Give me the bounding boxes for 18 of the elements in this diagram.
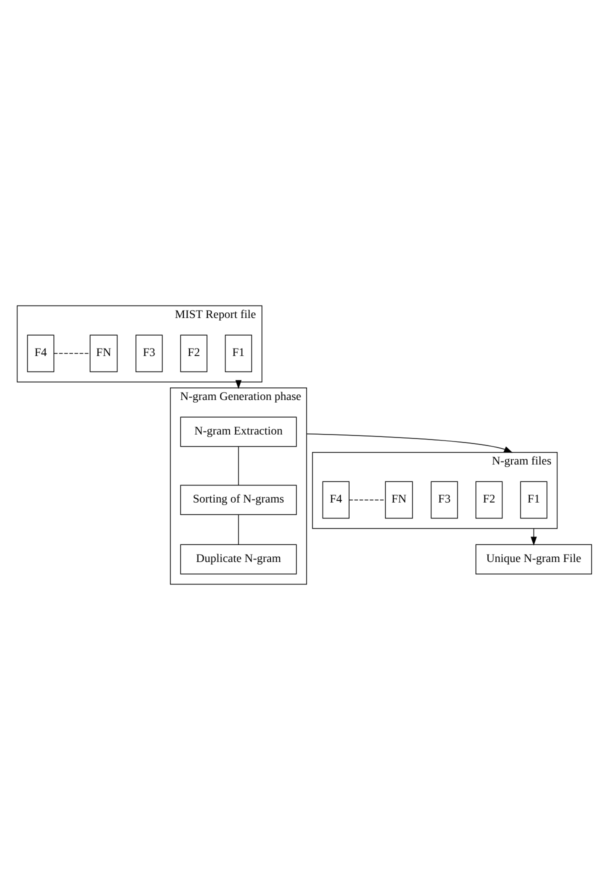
node-box: FN — [90, 334, 118, 372]
node-box: F1 — [520, 481, 548, 519]
node-box: FN — [385, 481, 413, 519]
node-box: Duplicate N-gram — [180, 544, 297, 574]
node-box: N-gram Extraction — [180, 416, 297, 447]
connector — [54, 353, 90, 354]
arrow — [306, 434, 513, 453]
node-box: F2 — [476, 481, 503, 519]
node-box: F3 — [136, 334, 163, 372]
node-box: F4 — [322, 481, 350, 519]
node-box: F1 — [224, 334, 252, 372]
connector — [238, 514, 239, 545]
node-box: F3 — [430, 481, 458, 519]
node-box: F2 — [180, 334, 208, 372]
node-box: Unique N-gram File — [476, 544, 592, 574]
node-box: F4 — [27, 334, 54, 372]
connector — [238, 446, 239, 486]
node-box: Sorting of N-grams — [180, 484, 297, 515]
